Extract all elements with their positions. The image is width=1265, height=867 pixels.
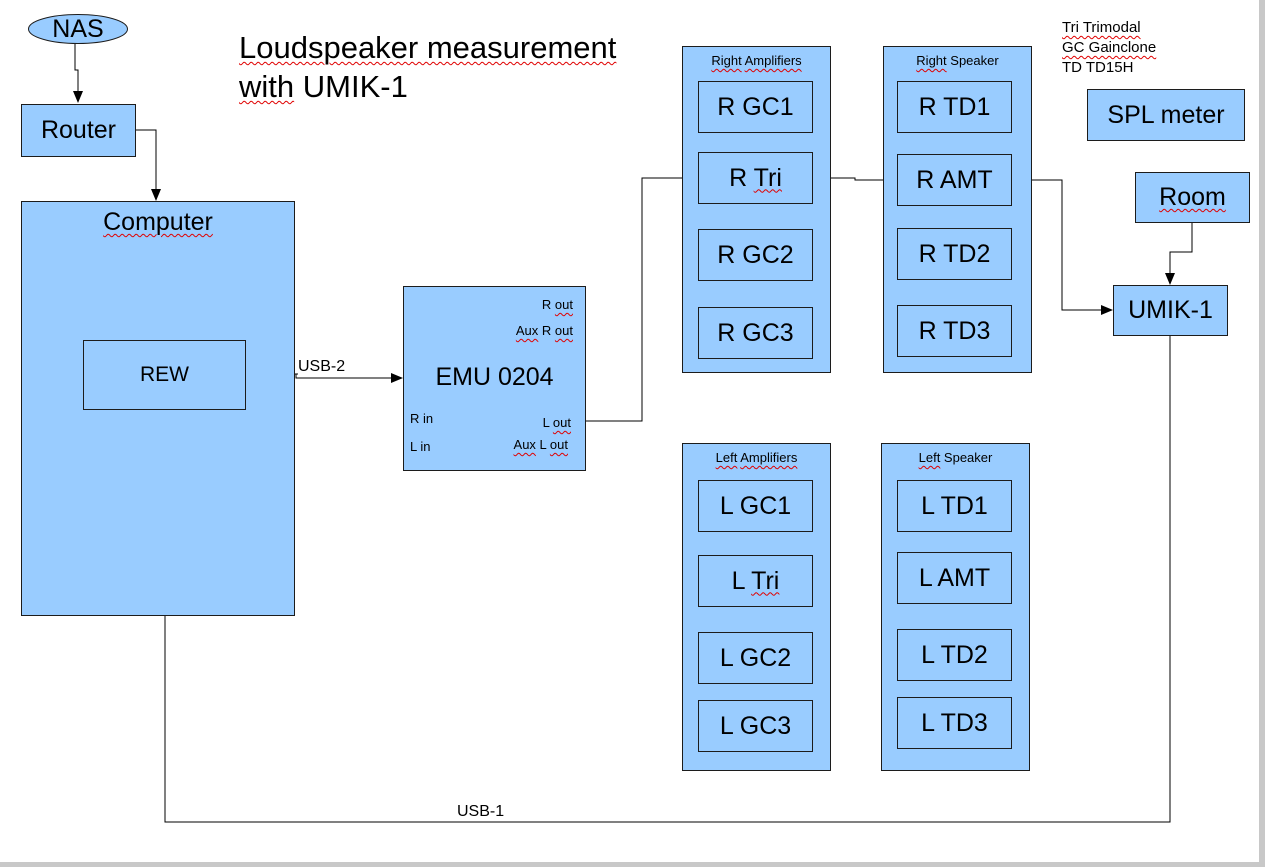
room-node: Room — [1135, 172, 1250, 223]
spk-l-td3-label: L TD3 — [921, 708, 988, 737]
usb1-label: USB-1 — [457, 803, 505, 820]
arrow-emu-rtri — [586, 173, 698, 422]
amp-r-gc1-label: R GC1 — [717, 92, 794, 121]
spk-r-amt: R AMT — [897, 154, 1012, 206]
right-amplifiers-title: Right Amplifiers — [711, 53, 802, 68]
page-edge-right — [1259, 0, 1265, 867]
rew-label: REW — [140, 363, 189, 386]
diagram-title-line2-rest: UMIK-1 — [302, 69, 408, 104]
amp-r-gc2: R GC2 — [698, 229, 813, 281]
emu-port-l-in: L in — [410, 439, 431, 454]
amp-r-tri: R Tri — [698, 152, 813, 204]
amp-r-gc1: R GC1 — [698, 81, 813, 133]
amp-r-gc3: R GC3 — [698, 307, 813, 359]
emu-port-aux-r-out: Aux R out — [515, 323, 573, 338]
router-label: Router — [40, 116, 117, 144]
spk-r-amt-label: R AMT — [916, 165, 993, 194]
arrow-rtri-ramt — [813, 175, 898, 185]
arrow-router-computer — [136, 129, 161, 201]
spk-l-amt-label: L AMT — [918, 563, 991, 592]
amp-l-gc1: L GC1 — [698, 480, 813, 532]
page-edge-bottom — [0, 862, 1265, 867]
spk-l-td3: L TD3 — [897, 697, 1012, 749]
arrow-umik-rew — [160, 336, 1171, 823]
emu-port-r-out: R out — [541, 297, 573, 312]
emu-node: R out Aux R out EMU 0204 R in L out L in… — [403, 286, 586, 471]
amp-l-tri-label: L Tri — [731, 566, 780, 595]
arrow-room-umik — [1165, 223, 1193, 285]
usb2-label: USB-2 — [298, 358, 346, 375]
emu-port-l-out: L out — [542, 415, 571, 430]
amp-r-gc3-label: R GC3 — [717, 318, 794, 347]
left-speaker-title: Left Speaker — [918, 450, 993, 465]
legend-line-3: TD TD15H — [1062, 59, 1134, 76]
umik-label: UMIK-1 — [1128, 296, 1213, 324]
right-speaker-title: Right Speaker — [916, 53, 999, 68]
spk-r-td2: R TD2 — [897, 228, 1012, 280]
spk-r-td2-label: R TD2 — [918, 239, 991, 268]
router-node: Router — [21, 104, 136, 157]
amp-l-gc3-label: L GC3 — [719, 711, 792, 740]
spk-r-td3-label: R TD3 — [918, 316, 991, 345]
spk-r-td1-label: R TD1 — [918, 92, 991, 121]
left-amplifiers-title: Left Amplifiers — [715, 450, 798, 465]
arrow-nas-router — [73, 44, 83, 103]
arrow-ramt-umik — [1012, 179, 1113, 315]
spk-l-td1-label: L TD1 — [921, 491, 988, 520]
emu-port-aux-l-out: Aux L out — [513, 437, 568, 452]
emu-port-r-in: R in — [410, 411, 434, 426]
amp-r-gc2-label: R GC2 — [717, 240, 794, 269]
diagram-title-line1: Loudspeaker measurement — [239, 30, 617, 65]
amp-r-tri-label: R Tri — [729, 163, 782, 192]
spk-l-amt: L AMT — [897, 552, 1012, 604]
computer-label: Computer — [103, 208, 213, 236]
spk-l-td2-label: L TD2 — [921, 640, 988, 669]
amp-l-gc2-label: L GC2 — [719, 643, 792, 672]
legend-line-2: GC Gainclone — [1062, 39, 1157, 56]
nas-label: NAS — [52, 14, 104, 43]
amp-l-gc2: L GC2 — [698, 632, 813, 684]
nas-node — [28, 14, 128, 44]
spk-r-td3: R TD3 — [897, 305, 1012, 357]
spl-meter-node: SPL meter — [1087, 89, 1245, 141]
legend-line-1: Tri Trimodal — [1062, 19, 1141, 36]
rew-node: REW — [83, 340, 246, 410]
spl-meter-label: SPL meter — [1107, 100, 1225, 129]
spk-r-td1: R TD1 — [897, 81, 1012, 133]
spk-l-td1: L TD1 — [897, 480, 1012, 532]
spk-l-td2: L TD2 — [897, 629, 1012, 681]
emu-label: EMU 0204 — [435, 363, 554, 391]
amp-l-gc3: L GC3 — [698, 700, 813, 752]
room-label: Room — [1159, 183, 1226, 211]
umik-node: UMIK-1 — [1113, 285, 1228, 336]
diagram-title-line2: with UMIK-1 — [239, 69, 408, 104]
amp-l-tri: L Tri — [698, 555, 813, 607]
amp-l-gc1-label: L GC1 — [719, 491, 792, 520]
